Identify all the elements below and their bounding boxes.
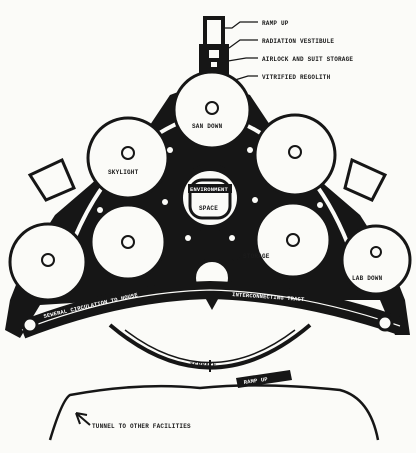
callout-airlock-suit-storage: AIRLOCK AND SUIT STORAGE xyxy=(262,56,353,63)
label-terrace: TERRACE xyxy=(190,362,217,369)
core-label-bar xyxy=(188,184,232,193)
leader-airlock xyxy=(221,57,258,63)
tunnel-arrow xyxy=(75,412,91,426)
tunnel-outline xyxy=(48,384,380,441)
callout-vitrified-regolith: VITRIFIED REGOLITH xyxy=(262,74,331,81)
label-core-storage: STORAGE xyxy=(243,253,270,260)
connector-dot xyxy=(185,235,191,241)
module-mid-right xyxy=(254,201,332,279)
connector-dot xyxy=(247,147,253,153)
callout-radiation-vestibule: RADIATION VESTIBULE xyxy=(262,38,334,45)
leader-ramp-up xyxy=(223,21,258,29)
label-module-right: LAB DOWN xyxy=(352,275,383,282)
corridor-end-right xyxy=(376,314,394,332)
airlock-door xyxy=(211,62,217,67)
label-module-upper-left: SKYLIGHT xyxy=(108,169,139,176)
module-upper-right xyxy=(253,113,337,197)
wedge-left xyxy=(27,157,76,202)
module-upper-right-hatch xyxy=(288,145,302,159)
leader-radiation xyxy=(228,39,258,49)
wedge-right xyxy=(343,157,388,202)
module-far-left-hatch xyxy=(41,253,55,267)
vestibule-opening xyxy=(209,50,219,58)
module-mid-left-hatch xyxy=(121,235,135,249)
connector-dot xyxy=(162,199,168,205)
ramp-shaft xyxy=(203,16,225,50)
module-mid-right-hatch xyxy=(286,233,300,247)
module-upper-left-hatch xyxy=(121,146,135,160)
leader-storage xyxy=(225,257,241,263)
module-far-right-hatch xyxy=(370,246,382,258)
connector-dot xyxy=(229,235,235,241)
corridor-end-left xyxy=(21,316,39,334)
lower-ramp xyxy=(236,370,292,388)
connector-dot xyxy=(167,147,173,153)
connector-dot xyxy=(317,202,323,208)
label-core-bottom: SPACE xyxy=(199,205,218,212)
connector-dot xyxy=(252,197,258,203)
connector-dot xyxy=(97,207,103,213)
corridor-stripe xyxy=(21,289,401,331)
module-far-left xyxy=(8,222,88,302)
label-tunnel: TUNNEL TO OTHER FACILITIES xyxy=(92,423,191,430)
leader-regolith xyxy=(234,75,258,81)
module-mid-left xyxy=(89,203,167,281)
module-top xyxy=(172,70,252,150)
module-top-hatch xyxy=(205,101,219,115)
label-core-top: ENVIRONMENT xyxy=(190,186,229,193)
label-module-top: SAN DOWN xyxy=(192,123,223,130)
module-far-right xyxy=(340,224,412,296)
label-lower-ramp: RAMP UP xyxy=(243,376,268,386)
callout-ramp-up: RAMP UP xyxy=(262,20,289,27)
terrace-inner xyxy=(124,329,296,364)
